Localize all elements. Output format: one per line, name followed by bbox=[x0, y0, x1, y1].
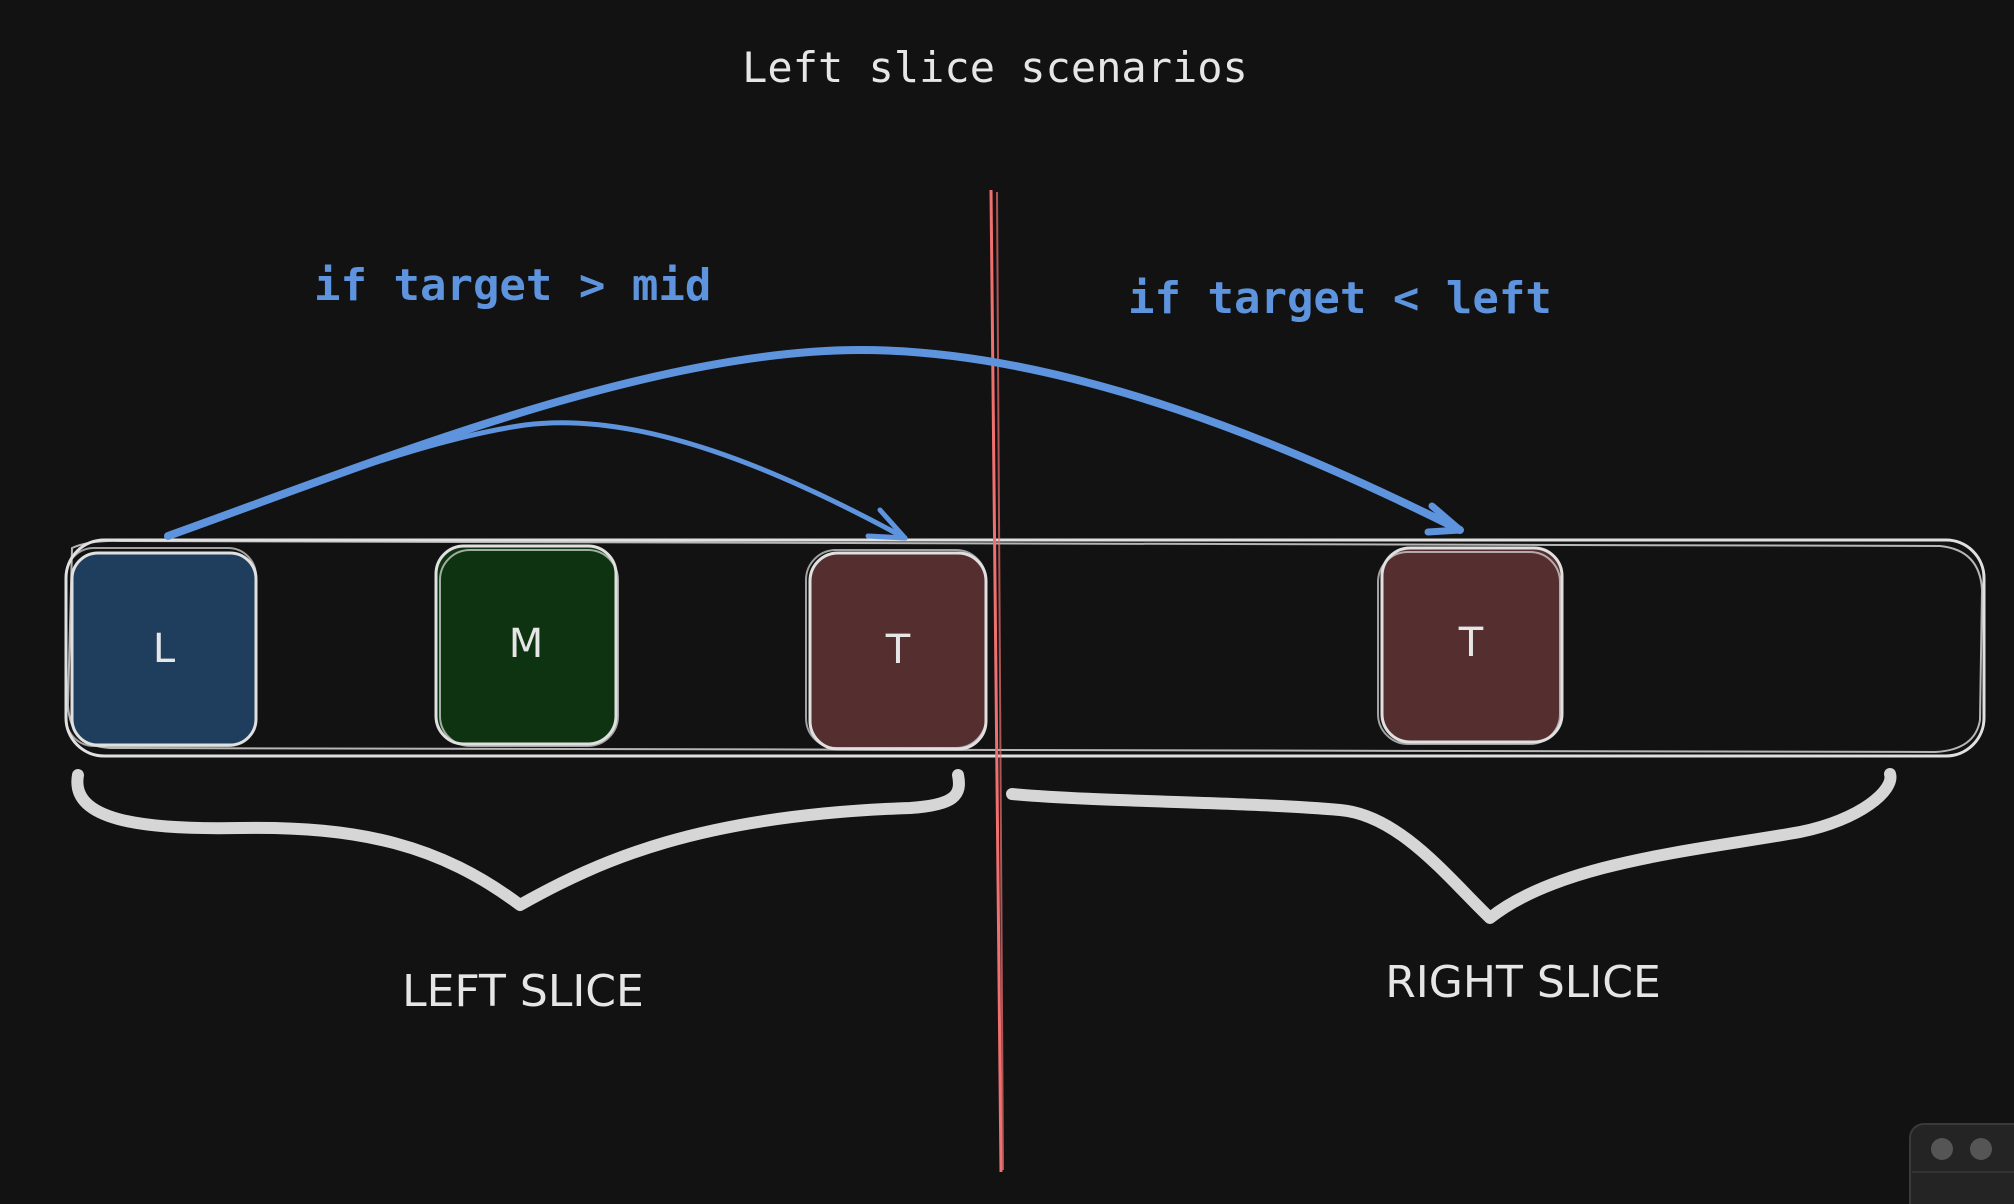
cell-target-right-box bbox=[1380, 546, 1564, 744]
cell-target-right-label: T bbox=[1458, 620, 1484, 666]
window-dot-icon[interactable] bbox=[1931, 1138, 1953, 1160]
cell-mid-label: M bbox=[509, 621, 544, 667]
condition-right-label: if target < left bbox=[1128, 273, 1552, 324]
left-slice-label: LEFT SLICE bbox=[402, 966, 644, 1017]
arrow-to-right-target bbox=[164, 346, 1464, 540]
window-widget[interactable] bbox=[1909, 1123, 2014, 1204]
cell-mid: M bbox=[434, 544, 619, 747]
cell-target-left-label: T bbox=[885, 627, 911, 673]
divider-line bbox=[989, 189, 1004, 1173]
window-dot-icon[interactable] bbox=[1970, 1138, 1992, 1160]
cell-target-right: T bbox=[1377, 546, 1564, 745]
left-slice-brace bbox=[71, 769, 965, 911]
condition-left-label: if target > mid bbox=[314, 260, 711, 311]
cell-mid-box bbox=[434, 544, 618, 746]
cell-left: L bbox=[65, 547, 258, 747]
cell-target-left: T bbox=[805, 549, 988, 751]
diagram-title: Left slice scenarios bbox=[742, 43, 1248, 92]
right-slice-brace bbox=[1006, 768, 1897, 924]
right-slice-label: RIGHT SLICE bbox=[1385, 957, 1661, 1008]
arrow-to-left-target bbox=[167, 420, 908, 541]
array-container bbox=[64, 538, 1986, 758]
cell-left-label: L bbox=[153, 626, 176, 672]
